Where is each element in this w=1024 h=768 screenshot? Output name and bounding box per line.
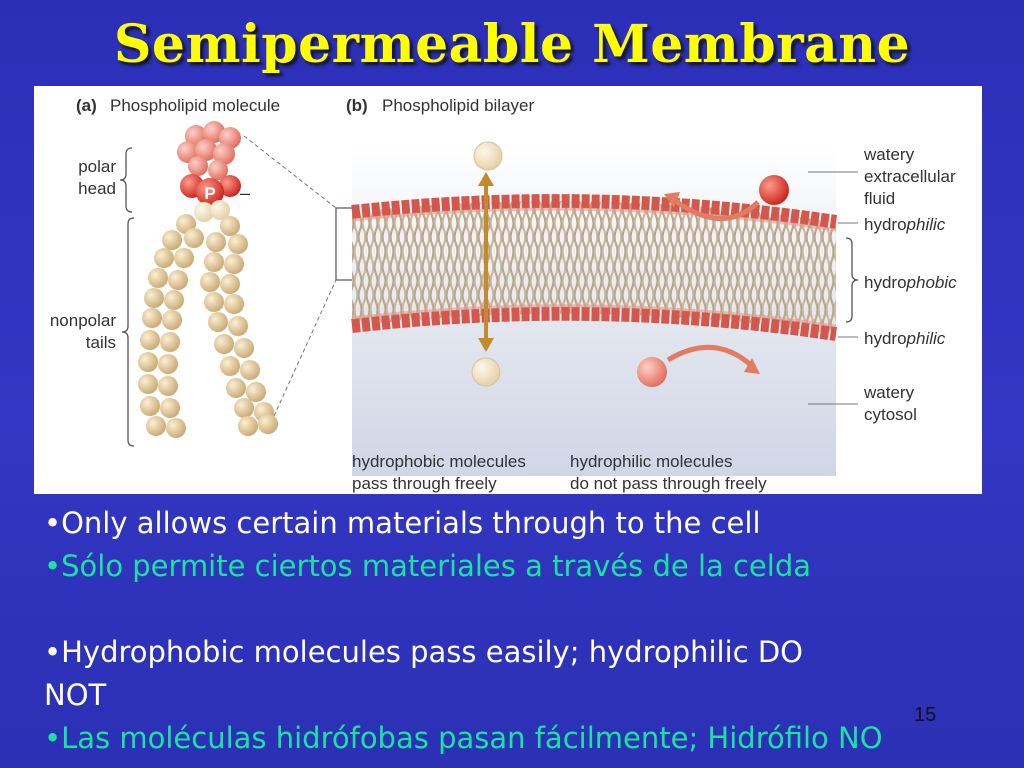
extracellular-label: extracellular [864,167,956,186]
phosphate-label: P [204,184,215,203]
polar-label: polar [78,157,116,176]
bullet-2-english-line1: •Hydrophobic molecules pass easily; hydr… [44,635,803,669]
phospholipid-tails [138,200,278,438]
watery-label: watery [863,145,915,164]
nonpolar-label: nonpolar [50,311,117,330]
hydrophobic-molecule-path [471,141,503,387]
bullet-1-english: •Only allows certain materials through t… [44,506,761,540]
page-number: 15 [914,704,937,726]
nonpolar-tails-brace [121,217,135,447]
charge-label: – [240,183,250,203]
zoom-line-bottom [273,279,337,417]
hydrophilic-caption-line2: do not pass through freely [570,474,767,493]
hydrophobic-label: hydrophobic [864,273,957,292]
phospholipid-head: P – [177,121,250,206]
fluid-label: fluid [864,189,895,208]
hydrophilic-top-label: hydrophilic [864,215,946,234]
hydrophilic-caption-line1: hydrophilic molecules [570,452,733,471]
zoom-line-top [243,135,337,209]
panel-a-caption: Phospholipid molecule [110,96,280,115]
panel-a-letter: (a) [76,96,97,115]
head-label: head [78,179,116,198]
panel-b-letter: (b) [346,96,368,115]
hydrophilic-bottom-label: hydrophilic [864,329,946,348]
cytosol-label: cytosol [864,405,917,424]
hydrophobic-caption-line2: pass through freely [352,474,497,493]
slide-title: Semipermeable Membrane [113,14,911,75]
panel-b-caption: Phospholipid bilayer [382,96,534,115]
hydrophobic-caption-line1: hydrophobic molecules [352,452,526,471]
bullet-2-spanish: •Las moléculas hidrófobas pasan fácilmen… [44,721,883,755]
phospholipid-figure: (a) Phospholipid molecule (b) Phospholip… [34,86,982,494]
tails-label: tails [86,333,116,352]
phospholipid-bilayer [351,194,838,341]
hydrophobic-brace [845,237,859,323]
bullet-2-english-line2: NOT [44,678,107,712]
bullet-list: •Only allows certain materials through t… [44,502,944,760]
hydrophilic-molecule-path [637,175,789,387]
membrane-illustration: (a) Phospholipid molecule (b) Phospholip… [50,96,957,493]
polar-head-brace [119,147,133,213]
cytosol-watery-label: watery [863,383,915,402]
bullet-1-spanish: •Sólo permite ciertos materiales a travé… [44,549,812,583]
